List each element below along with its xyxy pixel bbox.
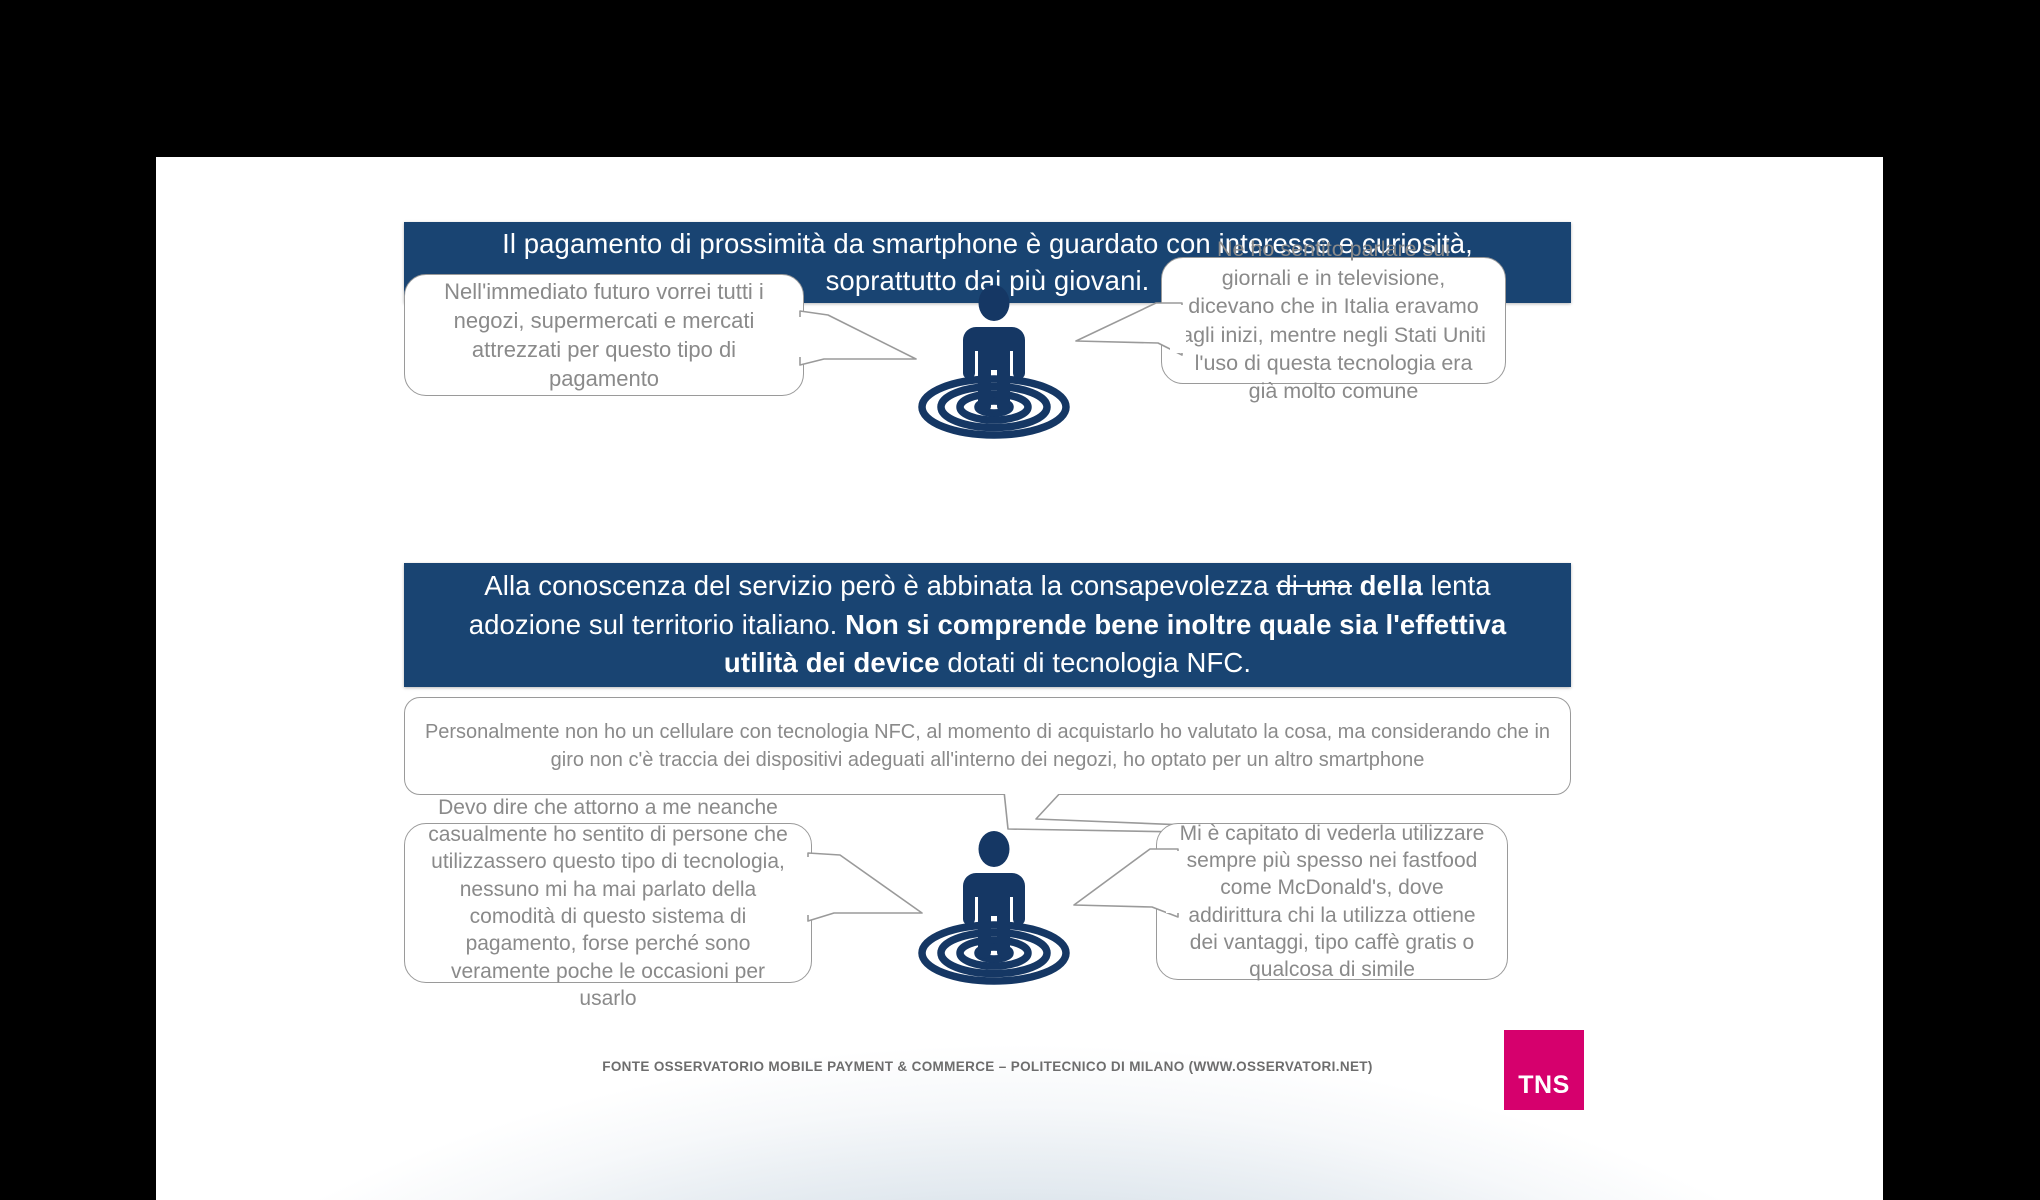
presentation-slide: Il pagamento di prossimità da smartphone… [156,157,1883,1200]
person-on-nfc-ripples-icon-top [918,285,1070,439]
tns-logo: TNS [1504,1030,1584,1110]
quote-bubble-top-right: Ne ho sentito parlare sui giornali e in … [1161,237,1506,403]
quote-bubble-bottom-right: Mi è capitato di vederla utilizzare semp… [1156,822,1508,981]
banner-bottom-seg-2: lenta adozione sul territorio italiano. [468,570,1491,640]
banner-bottom-seg-1: Alla conoscenza del servizio però è abbi… [484,570,1277,602]
quote-text-wide: Personalmente non ho un cellulare con te… [424,721,1551,771]
quote-bubble-wide: Personalmente non ho un cellulare con te… [404,697,1571,795]
banner-bottom-seg-3: dotati di tecnologia NFC. [939,647,1252,679]
banner-bottom-bold-2: Non si comprende bene inoltre quale sia … [723,608,1507,679]
source-citation: FONTE OSSERVATORIO MOBILE PAYMENT & COMM… [602,1059,1373,1074]
slide-background-glow [156,960,1883,1200]
quote-text-top-left: Nell'immediato futuro vorrei tutti i neg… [444,278,764,392]
quote-bubble-bottom-left: Devo dire che attorno a me neanche casua… [404,796,812,1010]
quote-text-bottom-right: Mi è capitato di vederla utilizzare semp… [1179,821,1485,982]
banner-bottom-struck: di una [1276,570,1352,602]
banner-bottom-text: Alla conoscenza del servizio però è abbi… [438,567,1537,683]
speech-tail-top-left [798,310,917,366]
quote-text-top-right: Ne ho sentito parlare sui giornali e in … [1181,237,1486,404]
quote-text-bottom-left: Devo dire che attorno a me neanche casua… [428,795,788,1010]
banner-bottom-bold-1: della [1351,570,1423,602]
headline-banner-bottom: Alla conoscenza del servizio però è abbi… [404,563,1571,687]
person-on-nfc-ripples-icon-bottom [918,831,1070,985]
quote-bubble-top-left: Nell'immediato futuro vorrei tutti i neg… [404,274,804,396]
tns-logo-text: TNS [1518,1071,1570,1099]
banner-top-line-1: Il pagamento di prossimità da smartphone… [502,227,1473,259]
